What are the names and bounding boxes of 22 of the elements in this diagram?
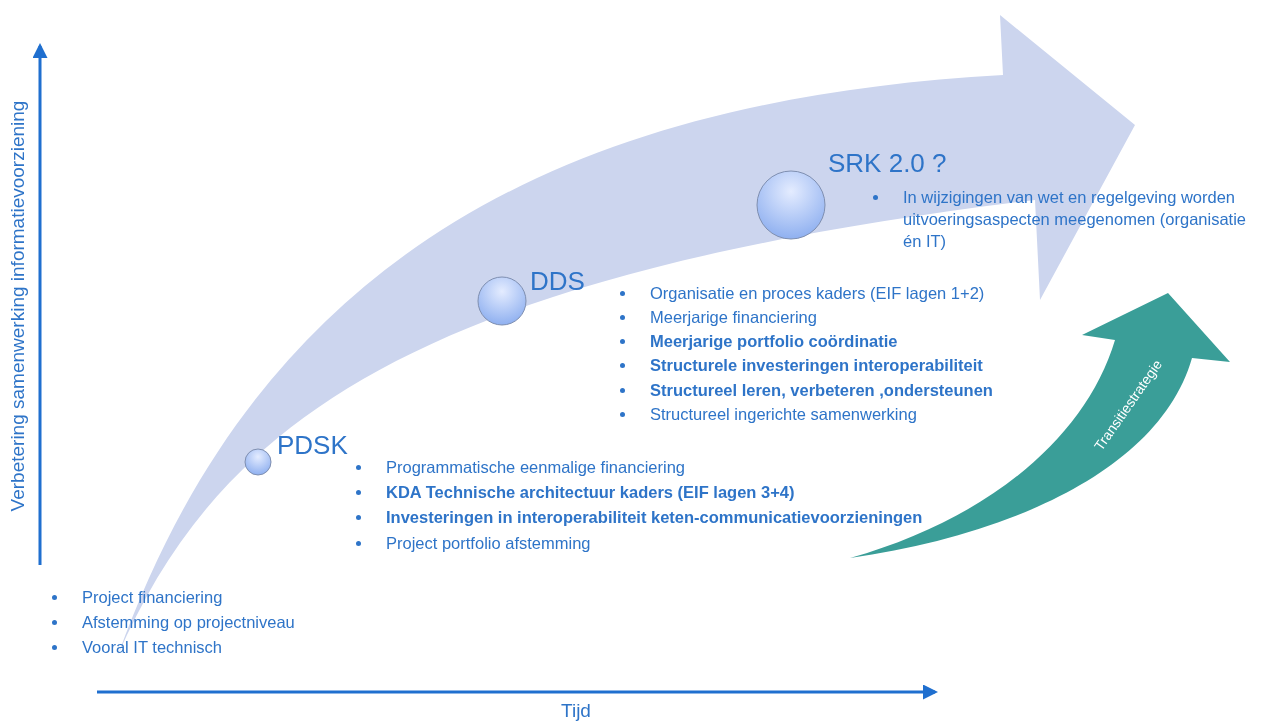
bullet-text: Meerjarige portfolio coördinatie	[650, 331, 898, 352]
bullet-text: Investeringen in interoperabiliteit keten-communicatievoorzieningen	[386, 507, 923, 528]
milestone-circle	[244, 448, 272, 476]
milestone-title: DDS	[530, 266, 585, 296]
bullet-text: Structurele investeringen interoperabiliteit	[650, 355, 983, 376]
bullet-text: Organisatie en proces kaders (EIF lagen 1+2)	[650, 283, 985, 304]
axis-label: Tijd	[560, 700, 592, 722]
bullet-text: Structureel leren, verbeteren ,ondersteunen	[650, 380, 993, 401]
milestone-title: PDSK	[277, 430, 348, 460]
bullet-text: KDA Technische architectuur kaders (EIF lagen 3+4)	[386, 482, 795, 503]
bullet-text: In wijzigingen van wet en regelgeving worden uitvoeringsaspecten meegenomen (organisatie én IT)	[903, 187, 1248, 252]
milestone-title: SRK 2.0 ?	[828, 148, 947, 178]
bullet-text: Structureel ingerichte samenwerking	[650, 404, 917, 425]
bullet-text: Programmatische eenmalige financiering	[386, 457, 685, 478]
axis-label: Verbetering samenwerking informatievoorziening	[6, 99, 29, 514]
bullet-text: Vooral IT technisch	[82, 637, 223, 658]
milestone-circle	[477, 276, 527, 326]
bullet-text: Project portfolio afstemming	[386, 533, 591, 554]
bullet-text: Project financiering	[82, 587, 223, 608]
milestone-circle	[756, 170, 826, 240]
bullet-text: Meerjarige financiering	[650, 307, 817, 328]
bullet-text: Afstemming op projectniveau	[82, 612, 295, 633]
